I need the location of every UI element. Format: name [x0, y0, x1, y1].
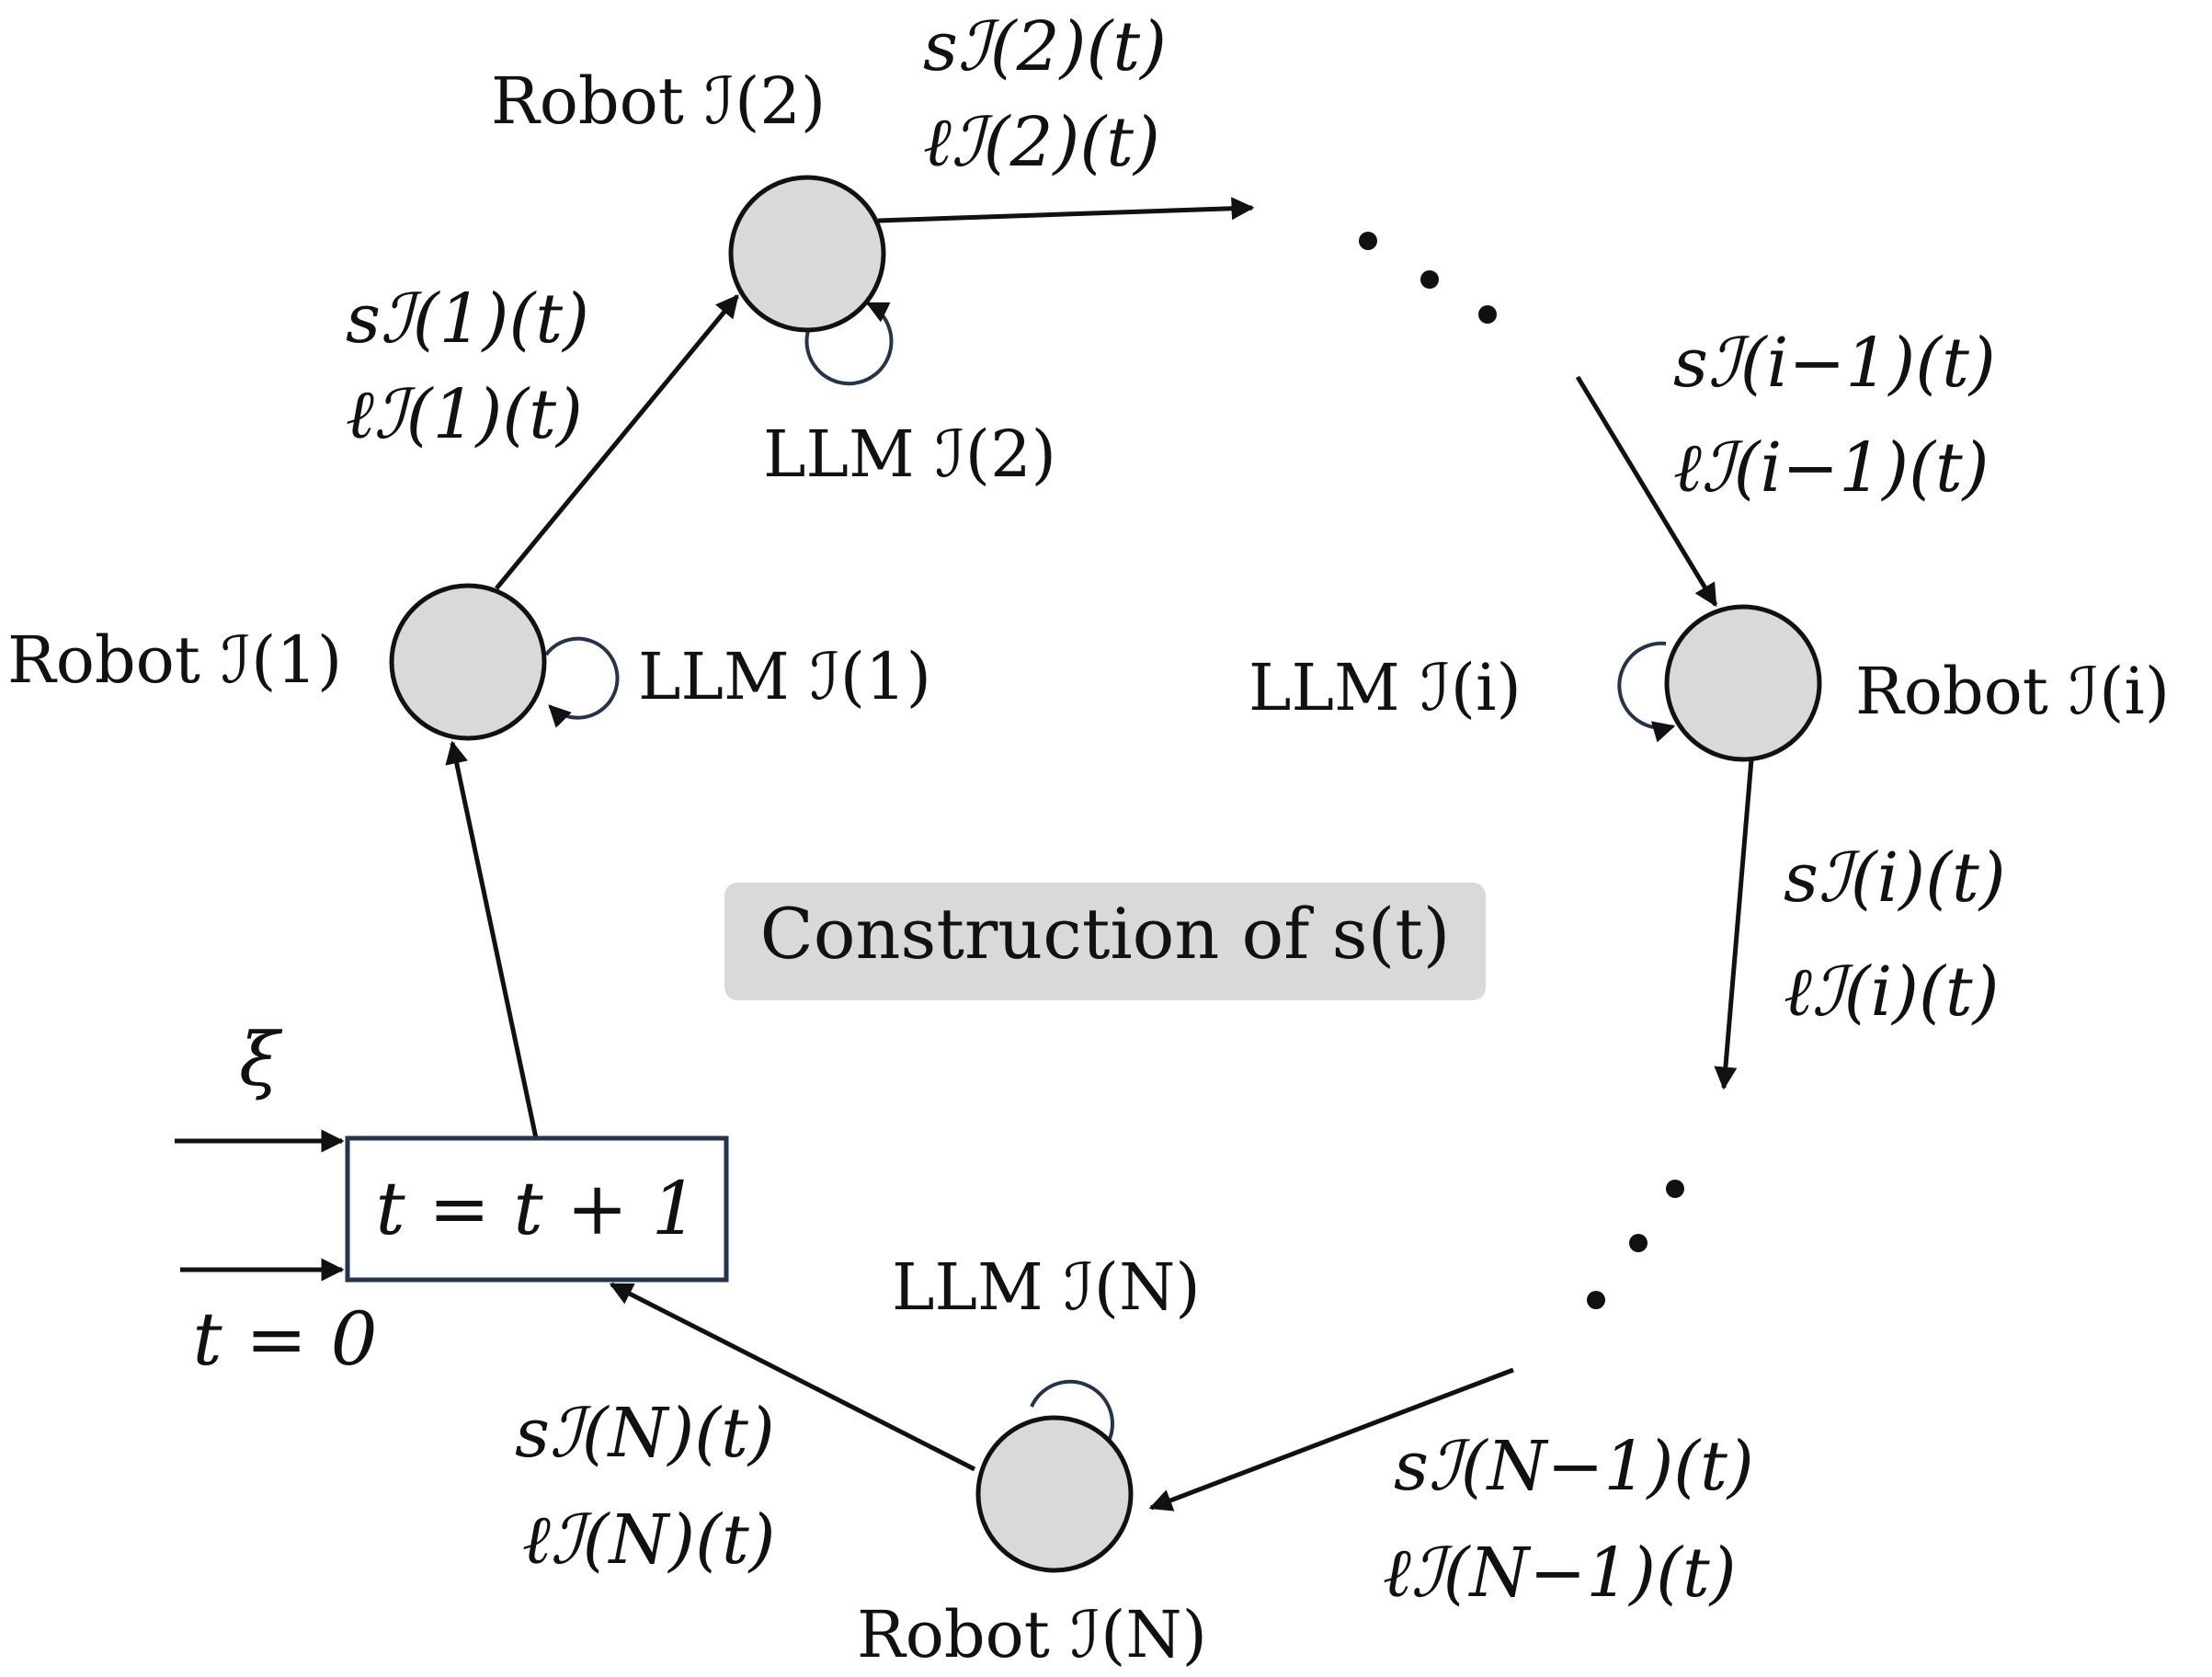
ellipsis-bottom	[1587, 1180, 1684, 1309]
ellipsis-top	[1359, 232, 1497, 324]
robot-node-i	[1664, 604, 1822, 762]
llm-N-label: LLM ℐ(N)	[892, 1249, 1201, 1325]
init-input-label: t = 0	[193, 1296, 378, 1382]
robot-node-1	[389, 583, 547, 741]
edge-robot-i-out	[1714, 759, 1754, 1090]
update-box: t = t + 1	[345, 1135, 729, 1283]
llm-2-label: LLM ℐ(2)	[763, 416, 1056, 492]
xi-input-label: ξ	[239, 1017, 283, 1102]
edge-1-l-label: ℓℐ(1)(t)	[346, 375, 583, 454]
llm-loop-robot-2	[804, 302, 894, 386]
edge-i-s-label: sℐ(i)(t)	[1784, 838, 2006, 918]
edge-N-minus-1-l-label: ℓℐ(N−1)(t)	[1383, 1534, 1737, 1613]
edge-robot-N-to-update	[609, 1282, 976, 1472]
edge-into-robot-N	[1148, 1367, 1514, 1512]
edge-into-robot-i	[1575, 375, 1718, 608]
edge-N-minus-1-s-label: sℐ(N−1)(t)	[1394, 1427, 1754, 1506]
robot-2-label: Robot ℐ(2)	[491, 63, 826, 139]
llm-i-label: LLM ℐ(i)	[1249, 650, 1522, 725]
llm-loop-robot-i	[1617, 641, 1676, 743]
update-box-text: t = t + 1	[376, 1166, 699, 1251]
edge-1-s-label: sℐ(1)(t)	[346, 280, 589, 359]
robot-N-label: Robot ℐ(N)	[857, 1597, 1207, 1672]
edge-2-l-label: ℓℐ(2)(t)	[923, 103, 1160, 182]
robot-i-label: Robot ℐ(i)	[1855, 654, 2170, 729]
edge-N-l-label: ℓℐ(N)(t)	[522, 1500, 776, 1580]
edge-robot-1-to-robot-2	[495, 294, 739, 590]
edge-N-s-label: sℐ(N)(t)	[515, 1394, 775, 1473]
robot-node-2	[728, 175, 886, 333]
robot-1-label: Robot ℐ(1)	[7, 622, 342, 698]
edge-i-l-label: ℓℐ(i)(t)	[1784, 953, 1999, 1032]
llm-1-label: LLM ℐ(1)	[638, 639, 931, 714]
center-label-text: Construction of s(t)	[760, 893, 1451, 975]
center-label: Construction of s(t)	[724, 883, 1486, 1000]
robot-node-N	[975, 1415, 1134, 1573]
edge-robot-2-out	[877, 197, 1255, 223]
edge-update-to-robot-1	[445, 740, 539, 1139]
edge-i-minus-1-s-label: sℐ(i−1)(t)	[1673, 324, 1996, 403]
llm-loop-robot-1	[544, 636, 620, 728]
edge-i-minus-1-l-label: ℓℐ(i−1)(t)	[1673, 428, 1990, 508]
edge-2-s-label: sℐ(2)(t)	[923, 7, 1167, 86]
